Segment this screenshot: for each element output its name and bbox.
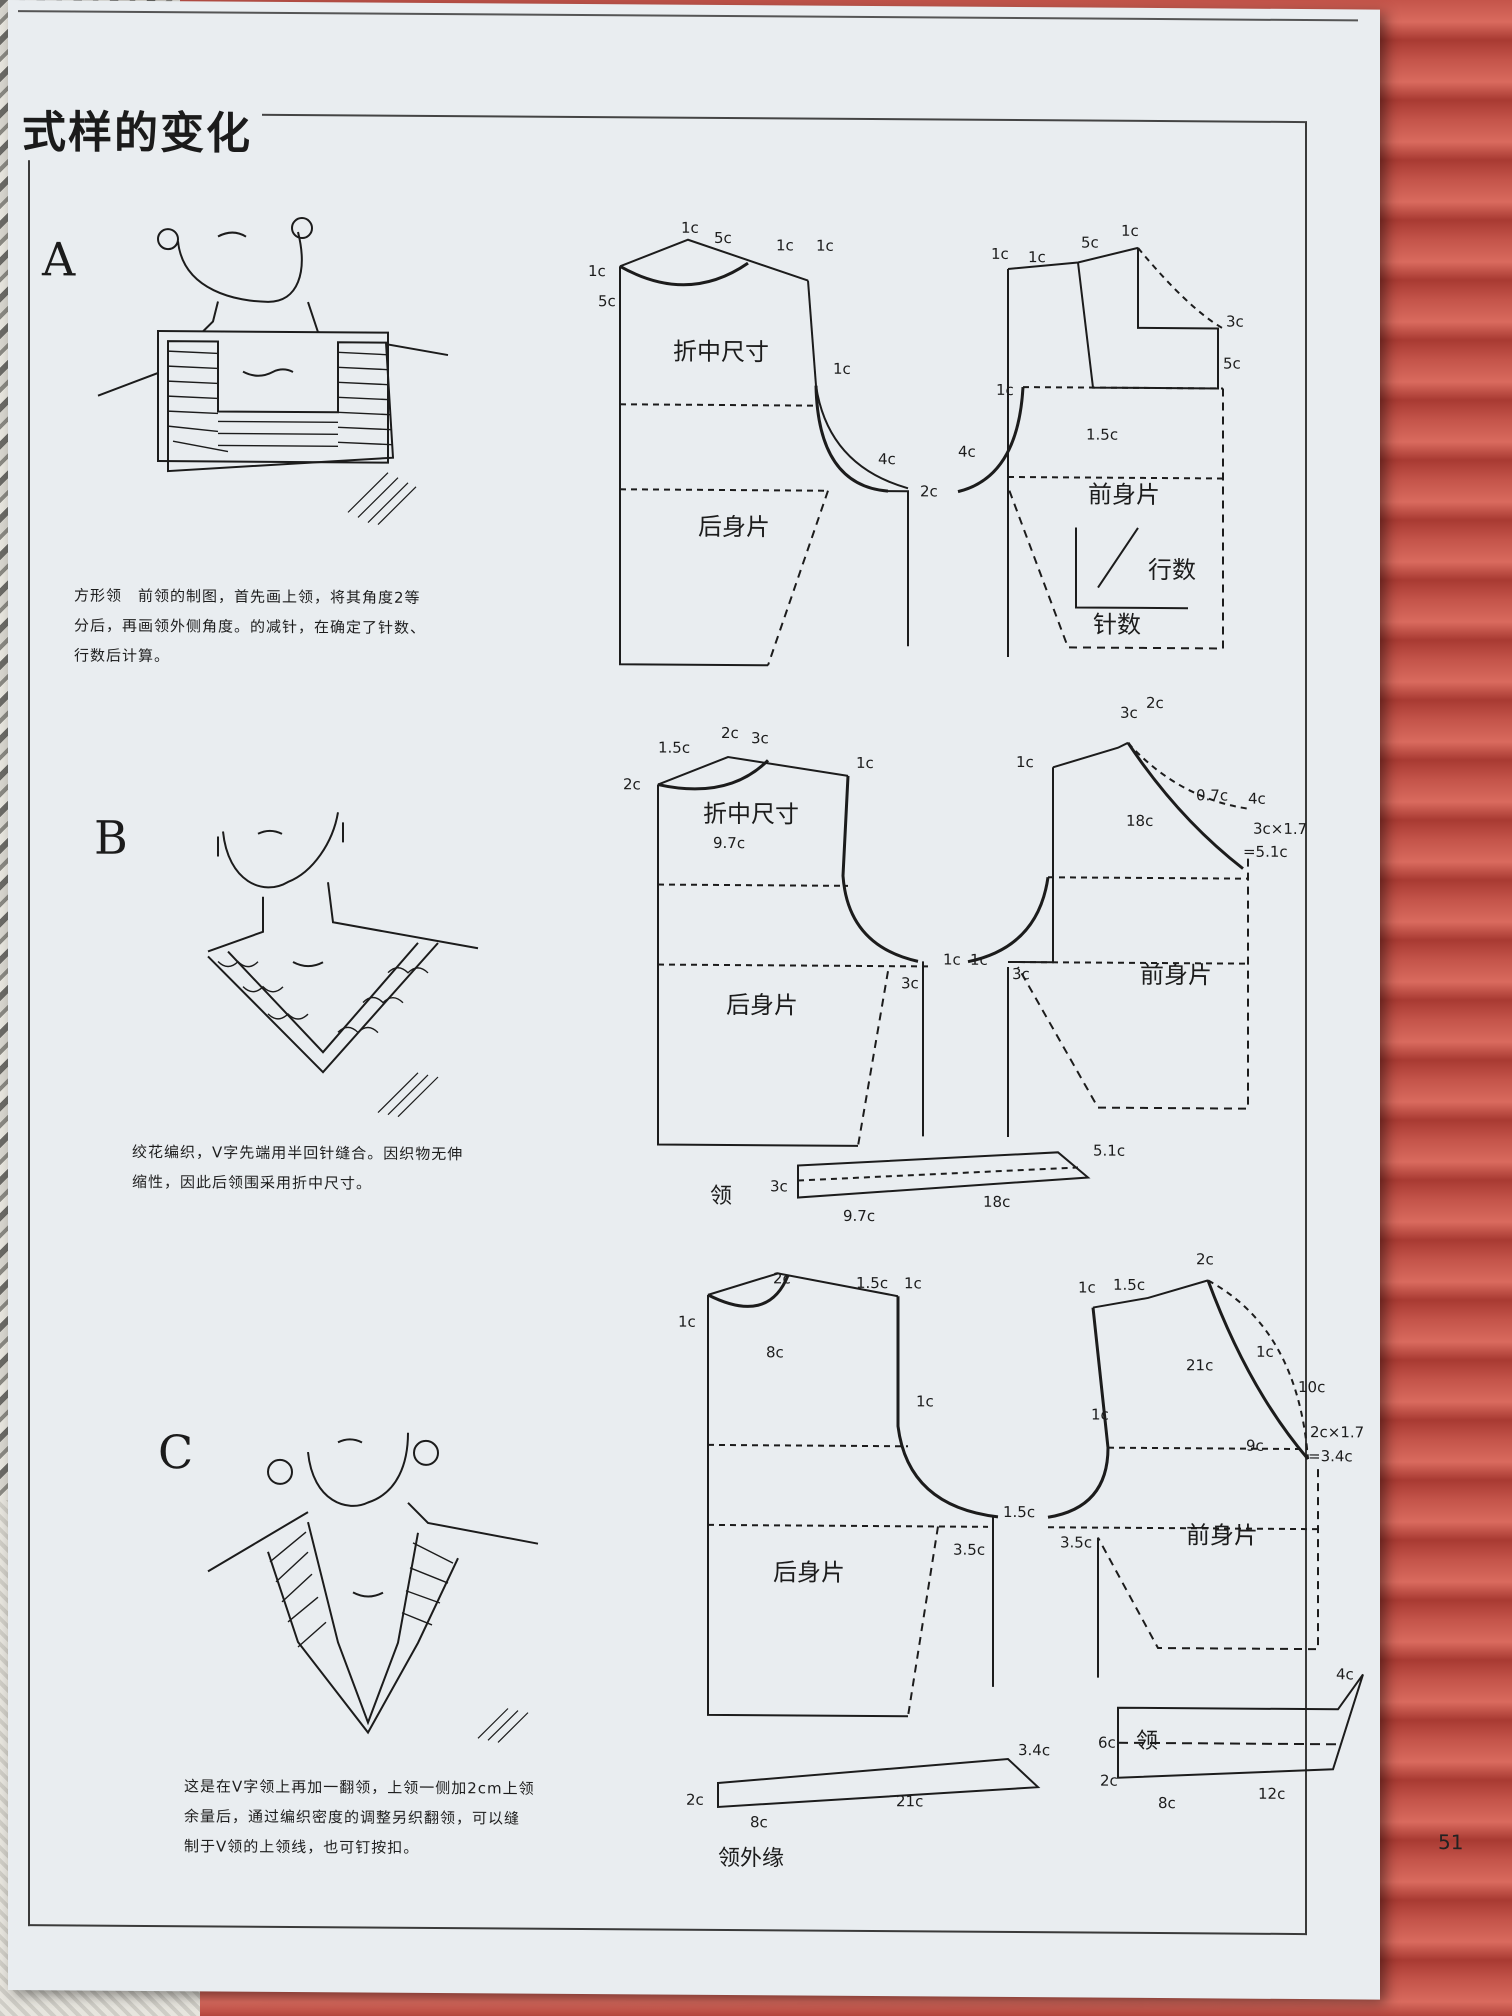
b-front-m8: =5.1c (1243, 843, 1288, 861)
a-front-m7: 1c (996, 381, 1014, 399)
a-back-m3: 1c (776, 236, 794, 254)
book-page: 式样的变化 A B C 方形领 前领的制图，首先画上领，将其角度2等 分后，再画… (8, 0, 1463, 2000)
b-front-m9: 1c (970, 951, 988, 969)
page-number: 51 (1438, 1829, 1464, 1855)
c-front-m11: 3.5c (1060, 1533, 1092, 1551)
c-outer-collar-name: 领外缘 (718, 1846, 784, 1871)
c-front-m10: =3.4c (1308, 1447, 1353, 1465)
a-back-m7: 1c (833, 360, 851, 378)
c-front-m5: 1c (1256, 1343, 1274, 1361)
b-front-m7: 3c×1.7 (1253, 820, 1307, 838)
a-back-m6: 5c (598, 292, 616, 310)
c-front-m6: 10c (1298, 1378, 1325, 1396)
a-front-m5: 3c (1226, 313, 1244, 331)
b-back-m3: 3c (751, 729, 769, 747)
a-front-m1: 1c (991, 245, 1009, 263)
c-front-m2: 1.5c (1113, 1276, 1145, 1294)
b-back-piece-label: 后身片 (726, 991, 798, 1020)
b-collar-m2: 5.1c (1093, 1142, 1125, 1160)
b-collar-m4: 18c (983, 1193, 1010, 1211)
a-front-m9: 4c (958, 443, 976, 461)
b-back-fold-label: 折中尺寸 (703, 800, 799, 829)
c-back-m3: 1c (904, 1274, 922, 1292)
c-back-piece-label: 后身片 (773, 1558, 845, 1587)
c-front-m7: 1c (1091, 1406, 1109, 1424)
b-front-m10: 3c (1012, 965, 1030, 983)
b-collar-m1: 3c (770, 1177, 788, 1195)
diagram-a (619, 238, 1224, 667)
a-back-m4: 1c (816, 237, 834, 255)
a-front-stitches-label: 针数 (1093, 611, 1141, 639)
diagram-b (657, 741, 1249, 1199)
b-back-m1: 1.5c (658, 739, 690, 757)
c-front-m1: 1c (1078, 1278, 1096, 1296)
b-back-m4: 1c (856, 754, 874, 772)
b-front-piece-label: 前身片 (1140, 961, 1212, 990)
a-front-m8: 1.5c (1086, 426, 1118, 444)
b-front-m3: 1c (1016, 753, 1034, 771)
a-back-m2: 5c (714, 229, 732, 247)
b-back-m5: 2c (623, 775, 641, 793)
a-back-m5: 1c (588, 262, 606, 280)
b-back-m2: 2c (721, 724, 739, 742)
b-front-m6: 18c (1126, 812, 1153, 830)
a-front-m6: 5c (1223, 354, 1241, 372)
c-collar-m2: 6c (1098, 1734, 1116, 1752)
b-front-m5: 4c (1248, 790, 1266, 808)
a-back-m8: 4c (878, 450, 896, 468)
b-back-m7: 1c (943, 951, 961, 969)
a-back-piece-label: 后身片 (698, 513, 770, 542)
b-front-m1: 3c (1120, 704, 1138, 722)
b-front-m2: 2c (1146, 694, 1164, 712)
a-back-m1: 1c (681, 219, 699, 237)
c-outer-collar-m2: 2c (686, 1791, 704, 1809)
a-back-m9: 2c (920, 482, 938, 500)
c-back-m6: 1c (916, 1392, 934, 1410)
diagram-c (707, 1272, 1364, 1809)
a-front-m4: 1c (1121, 222, 1139, 240)
c-outer-collar-m3: 8c (750, 1813, 768, 1831)
illustration-a (97, 217, 449, 526)
c-collar-name: 领 (1136, 1729, 1158, 1754)
illustration-c (207, 1432, 539, 1743)
a-front-m2: 1c (1028, 248, 1046, 266)
c-front-m9: 2c×1.7 (1310, 1423, 1364, 1441)
a-front-m3: 5c (1081, 233, 1099, 251)
a-back-fold-label: 折中尺寸 (673, 338, 769, 367)
c-front-m4: 21c (1186, 1356, 1213, 1374)
c-collar-m4: 8c (1158, 1794, 1176, 1812)
c-back-m7: 1.5c (1003, 1503, 1035, 1521)
b-collar-m3: 9.7c (843, 1207, 875, 1225)
a-front-piece-label: 前身片 (1088, 481, 1160, 510)
illustration-b (207, 812, 479, 1118)
c-back-m2: 1.5c (856, 1274, 888, 1292)
c-front-m8: 9c (1246, 1437, 1264, 1455)
c-back-m1: 2c (773, 1269, 791, 1287)
b-back-m8: 3c (901, 974, 919, 992)
c-collar-m3: 2c (1100, 1772, 1118, 1790)
c-outer-collar-m4: 21c (896, 1792, 923, 1810)
c-back-m4: 1c (678, 1313, 696, 1331)
c-collar-m1: 4c (1336, 1665, 1354, 1683)
a-front-rows-label: 行数 (1148, 556, 1196, 584)
b-front-m4: 0.7c (1196, 786, 1228, 804)
c-outer-collar-m1: 3.4c (1018, 1741, 1050, 1759)
c-back-m8: 3.5c (953, 1541, 985, 1559)
b-back-m6: 9.7c (713, 834, 745, 852)
c-back-m5: 8c (766, 1343, 784, 1361)
diagrams-layer: 折中尺寸 后身片 1c 5c 1c 1c 1c 5c 1c 4c 2c 前身片 … (97, 217, 1364, 1871)
c-front-m3: 2c (1196, 1250, 1214, 1268)
c-front-piece-label: 前身片 (1186, 1521, 1258, 1550)
b-collar-name: 领 (710, 1184, 732, 1209)
c-collar-m5: 12c (1258, 1785, 1285, 1803)
